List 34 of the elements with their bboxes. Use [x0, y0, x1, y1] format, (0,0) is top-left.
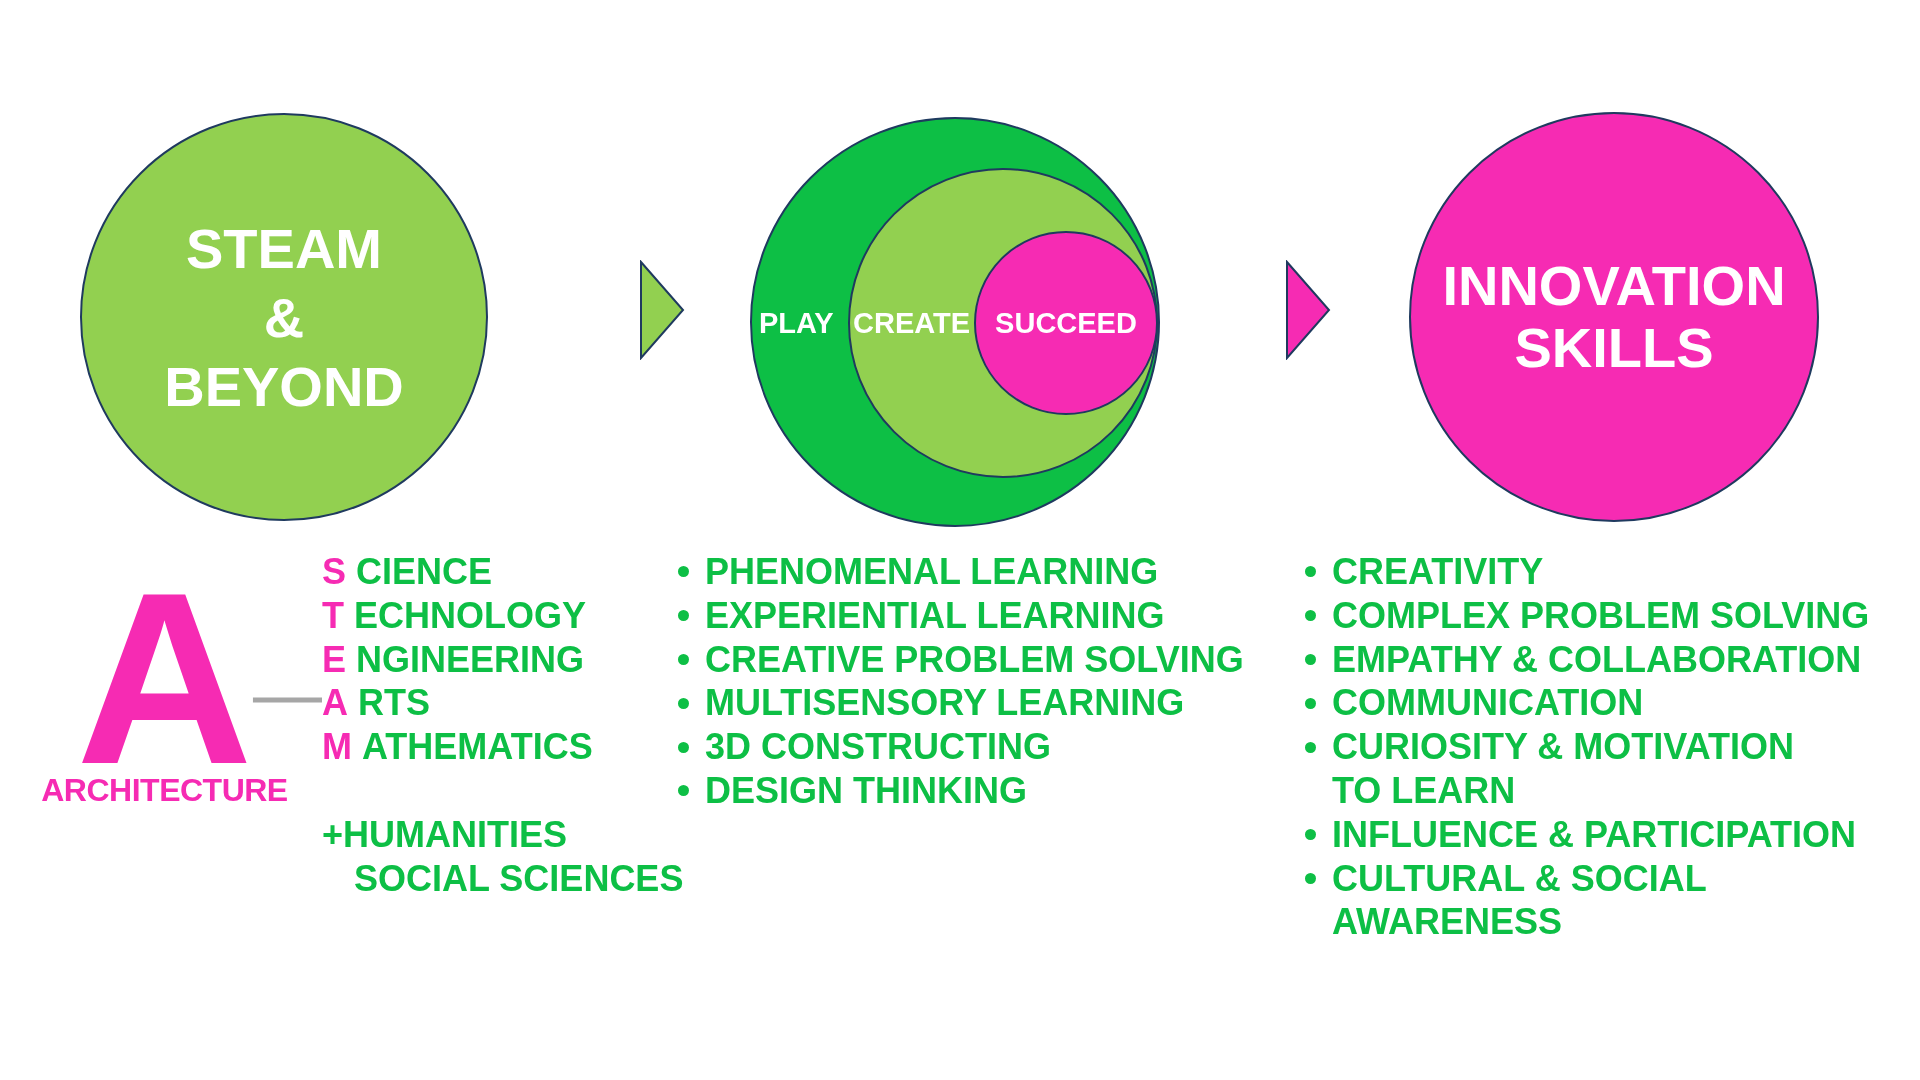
list-item: DESIGN THINKING [705, 769, 1027, 813]
list-item: CREATIVE PROBLEM SOLVING [705, 637, 1244, 682]
list-item: +HUMANITIES SOCIAL SCIENCES [322, 812, 685, 901]
acronym-word: ATHEMATICS [362, 725, 593, 769]
acronym-letter: A [322, 681, 348, 726]
node-label: SUCCEED [994, 306, 1138, 341]
node-label: PLAY [759, 306, 834, 341]
node-label: ARCHITECTURE [41, 771, 288, 808]
acronym-letter: S [322, 550, 346, 594]
acronym-word: NGINEERING [356, 637, 585, 682]
chevron [639, 260, 685, 360]
list-item: CULTURAL & SOCIAL AWARENESS [1332, 856, 1707, 945]
acronym-word: ECHNOLOGY [354, 593, 586, 638]
acronym-letter: E [322, 637, 346, 682]
acronym-letter: M [322, 725, 352, 769]
large-letter: A [76, 587, 253, 771]
node-label: INNOVATION SKILLS [1441, 255, 1787, 379]
node-label: STEAM & BEYOND [163, 215, 405, 420]
list-item: INFLUENCE & PARTICIPATION [1332, 812, 1856, 857]
acronym-letter: T [322, 593, 344, 638]
list-item: COMMUNICATION [1332, 681, 1644, 726]
list-item: EMPATHY & COLLABORATION [1332, 637, 1862, 682]
acronym-word: CIENCE [356, 550, 493, 594]
list-item: CREATIVITY [1332, 550, 1544, 594]
chevron [1285, 260, 1331, 360]
list-item: CURIOSITY & MOTIVATION TO LEARN [1332, 725, 1795, 813]
list-item: EXPERIENTIAL LEARNING [705, 593, 1165, 638]
list-item: PHENOMENAL LEARNING [705, 550, 1159, 594]
leader-line [252, 697, 322, 703]
list-item: MULTISENSORY LEARNING [705, 681, 1185, 726]
node-label: CREATE [853, 306, 971, 341]
list-item: COMPLEX PROBLEM SOLVING [1332, 593, 1870, 638]
acronym-word: RTS [358, 681, 430, 726]
list-item: 3D CONSTRUCTING [705, 725, 1051, 769]
